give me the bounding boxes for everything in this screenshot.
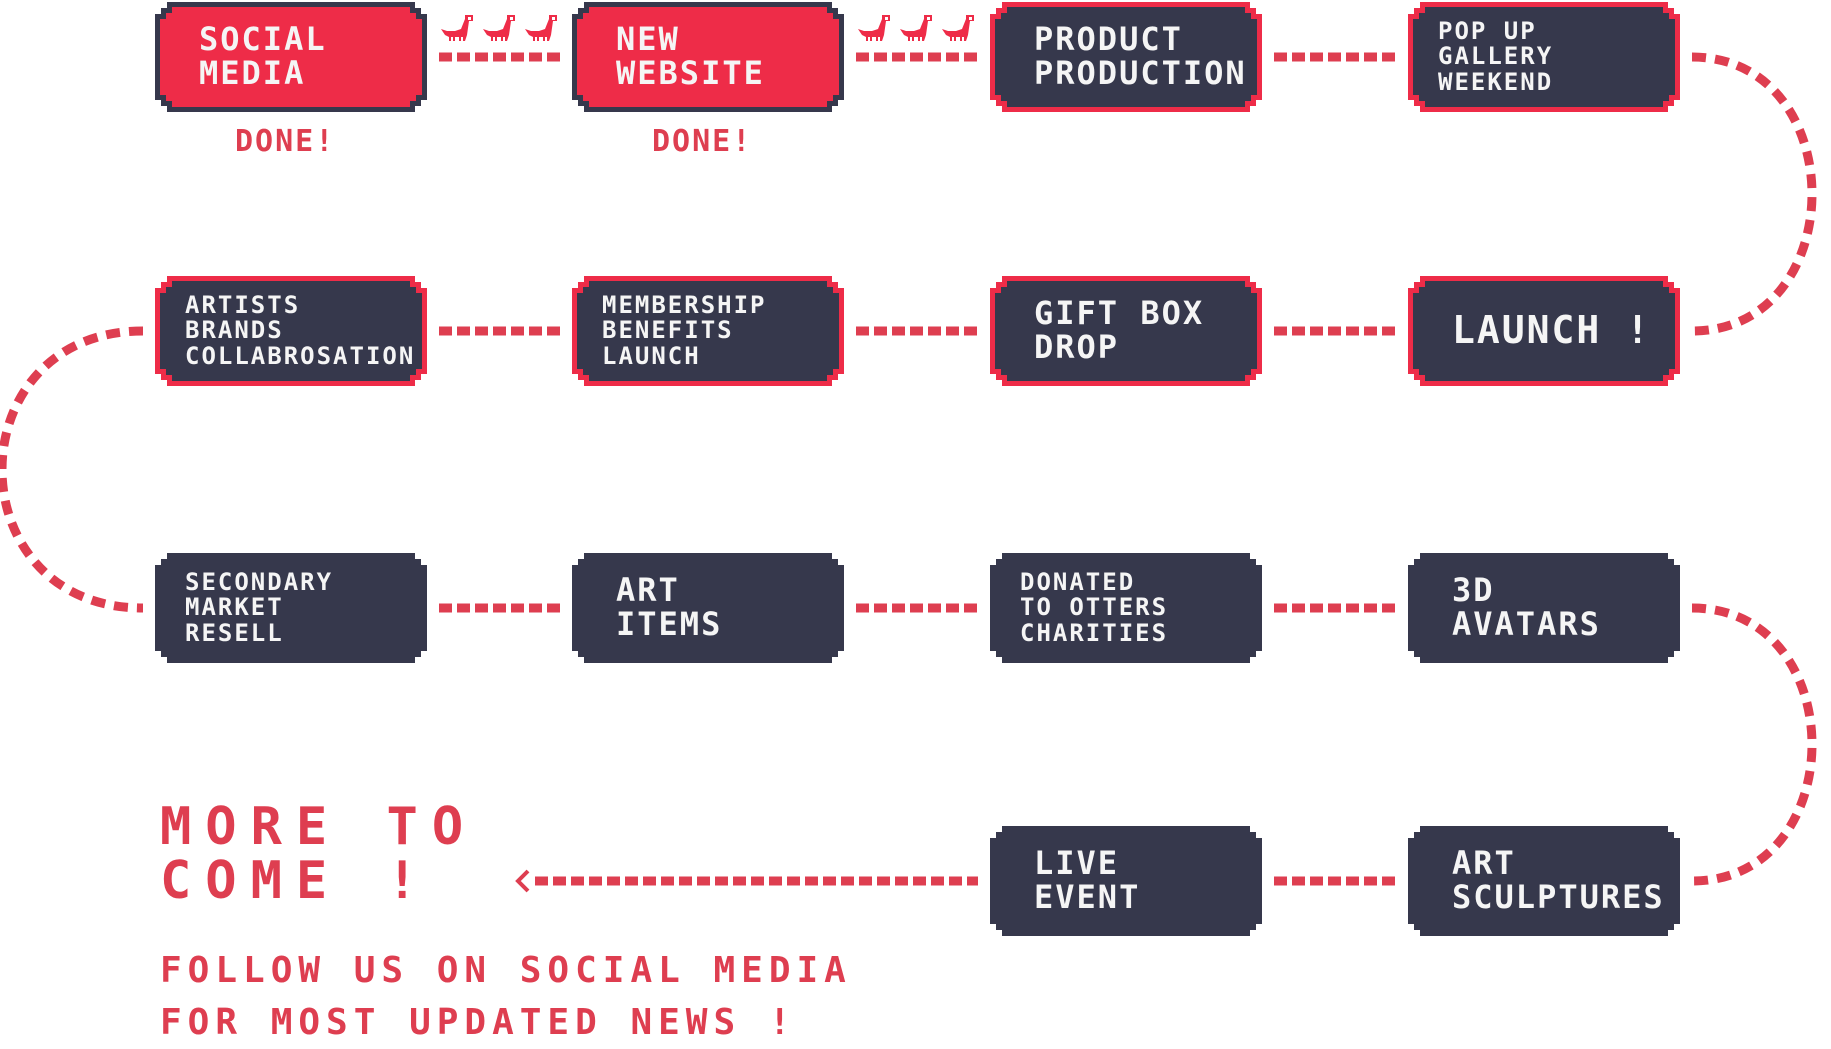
more-to-come-heading: MORE TO COME ! [160,800,477,908]
follow-us-text: FOLLOW US ON SOCIAL MEDIA FOR MOST UPDAT… [160,945,852,1049]
node-label: Gift BoxDrop [990,276,1262,386]
roadmap-node-membership-benefits-launch: MembershipBenefitsLaunch [572,276,844,386]
roadmap-node-product-production: ProductProduction [990,2,1262,112]
node-label-line: Production [1034,54,1247,92]
roadmap-node-pop-up-gallery-weekend: Pop UpGalleryWeekend [1408,2,1680,112]
node-label: LiveEvent [990,826,1262,936]
node-fill [1413,281,1675,381]
dinosaur-icon [900,15,932,41]
node-fill [577,7,839,107]
done-label: DONE! [235,124,336,159]
node-fill [160,7,422,107]
node-label-line: Website [616,54,765,92]
roadmap-node-donated-to-otters-charities: Donatedto OttersCharities [990,553,1262,663]
node-label-line: Product [1034,20,1183,59]
roadmap-node-art-sculptures: ArtSculptures [1408,826,1680,936]
node-label-line: Launch [602,341,701,370]
node-fill [1413,7,1675,107]
roadmap-node-live-event: LiveEvent [990,826,1262,936]
node-label-line: Launch ! [1452,308,1652,353]
node-label-line: Social [199,20,327,59]
node-fill [990,553,1262,663]
roadmap-node-gift-box-drop: Gift BoxDrop [990,276,1262,386]
dinosaur-icon [483,15,515,41]
arrow-head-icon [515,869,530,893]
more-line-2: COME ! [160,851,432,911]
node-label-line: Pop Up [1438,17,1537,46]
node-fill [995,7,1257,107]
node-label-line: Drop [1034,328,1120,366]
node-fill [1408,826,1680,936]
roadmap-node-secondary-market-resell: SecondaryMarketResell [155,553,427,663]
follow-line-1: FOLLOW US ON SOCIAL MEDIA [160,950,852,991]
node-label-line: Sculptures [1452,878,1665,916]
node-label: Donatedto OttersCharities [990,553,1262,663]
node-label: ArtItems [572,553,844,663]
node-label-line: Event [1034,878,1141,916]
node-fill [577,281,839,381]
node-label-line: Gallery [1438,42,1554,71]
dinosaur-icon [942,15,974,41]
connector-curve [1691,52,1817,336]
node-label: ArtSculptures [1408,826,1680,936]
node-label-line: Art [616,571,680,610]
roadmap-node-3d-avatars: 3DAvatars [1408,553,1680,663]
follow-line-2: FOR MOST UPDATED NEWS ! [160,1002,797,1043]
node-label-line: to Otters [1020,593,1169,622]
node-label-line: New [616,20,680,59]
more-line-1: MORE TO [160,797,478,857]
node-label-line: Weekend [1438,67,1554,96]
roadmap-node-artists-brands-collabrosation: ArtistsBrandsCollabrosation [155,276,427,386]
node-fill [990,826,1262,936]
node-label-line: Art [1452,844,1516,883]
node-label: ArtistsBrandsCollabrosation [155,276,427,386]
done-label: DONE! [652,124,753,159]
connector-curve [0,326,144,613]
connector-curve [1691,603,1817,886]
node-label-line: Donated [1020,568,1136,597]
roadmap-node-launch: Launch ! [1408,276,1680,386]
node-label: MembershipBenefitsLaunch [572,276,844,386]
dinosaur-icon [525,15,557,41]
node-label-line: Resell [185,618,284,647]
node-label-line: Collabrosation [185,341,416,370]
node-label-line: Avatars [1452,605,1601,643]
node-label-line: Brands [185,316,284,345]
node-label-line: Market [185,593,284,622]
node-fill [1408,553,1680,663]
node-label: SecondaryMarketResell [155,553,427,663]
node-label-line: Membership [602,291,767,320]
node-label: ProductProduction [990,2,1262,112]
node-label: 3DAvatars [1408,553,1680,663]
dinosaur-icon [441,15,473,41]
node-label: NewWebsite [572,2,844,112]
node-fill [155,553,427,663]
node-label: Launch ! [1408,276,1680,386]
node-label-line: 3D [1452,571,1495,610]
roadmap-node-art-items: ArtItems [572,553,844,663]
node-label-line: Media [199,54,306,92]
node-fill [572,553,844,663]
dinosaur-icon [858,15,890,41]
node-label-line: Secondary [185,568,334,597]
node-label-line: Artists [185,291,301,320]
node-fill [995,281,1257,381]
roadmap-node-new-website: NewWebsite [572,2,844,112]
roadmap-node-social-media: SocialMedia [155,2,427,112]
node-label-line: Live [1034,844,1120,883]
node-label-line: Charities [1020,618,1169,647]
node-fill [160,281,422,381]
node-label: Pop UpGalleryWeekend [1408,2,1680,112]
node-label: SocialMedia [155,2,427,112]
node-label-line: Gift Box [1034,294,1205,333]
node-label-line: Benefits [602,316,734,345]
node-label-line: Items [616,605,723,643]
